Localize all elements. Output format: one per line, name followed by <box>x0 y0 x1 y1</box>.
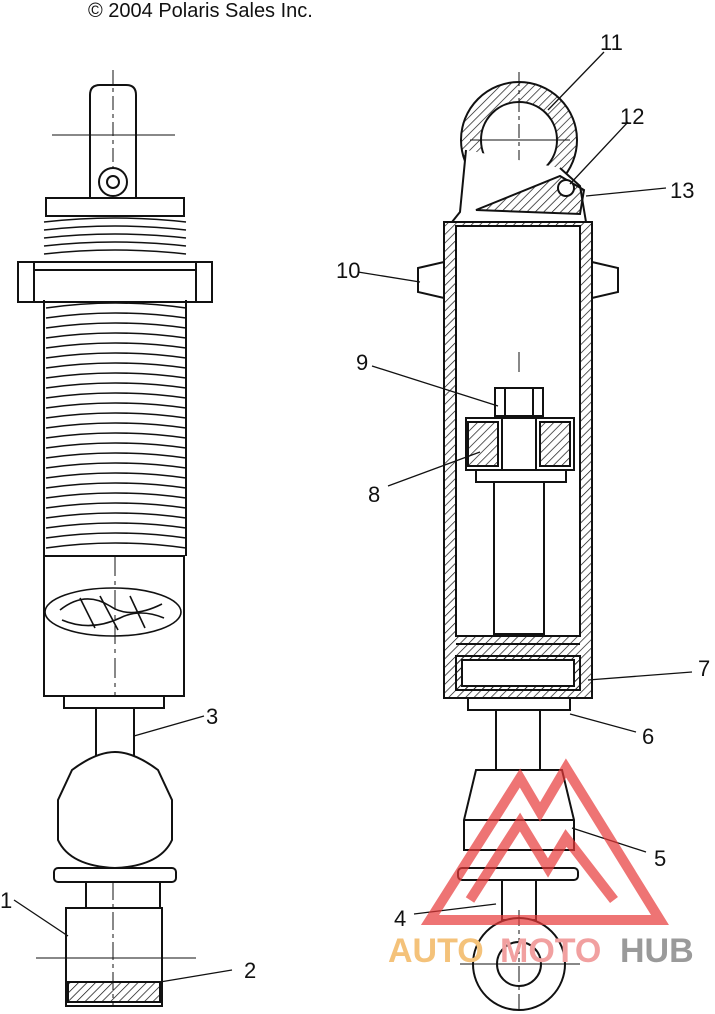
callout-4: 4 <box>394 906 406 931</box>
callout-10: 10 <box>336 258 360 283</box>
callout-2: 2 <box>244 958 256 983</box>
callout-6: 6 <box>642 724 654 749</box>
automotohub-watermark: AUTO MOTO HUB <box>388 758 694 970</box>
callout-7: 7 <box>698 656 710 681</box>
watermark-logo <box>420 758 669 925</box>
right-shock-assembly <box>417 72 619 1014</box>
callout-8: 8 <box>368 482 380 507</box>
callout-labels: 1 2 3 4 5 6 7 8 9 10 11 12 13 <box>0 30 710 983</box>
callout-13: 13 <box>670 178 694 203</box>
callout-12: 12 <box>620 104 644 129</box>
callout-11: 11 <box>600 30 623 55</box>
callout-5: 5 <box>654 846 666 871</box>
callout-3: 3 <box>206 704 218 729</box>
copyright-text: © 2004 Polaris Sales Inc. <box>88 0 313 22</box>
spring-upper <box>43 217 187 255</box>
watermark-text-auto: AUTO <box>388 932 484 970</box>
left-shock-assembly <box>17 70 213 1007</box>
watermark-text-hub: HUB <box>620 932 694 970</box>
spring-body <box>45 302 187 549</box>
callout-9: 9 <box>356 350 368 375</box>
callout-1: 1 <box>0 888 12 913</box>
watermark-text-moto: MOTO <box>500 932 601 970</box>
